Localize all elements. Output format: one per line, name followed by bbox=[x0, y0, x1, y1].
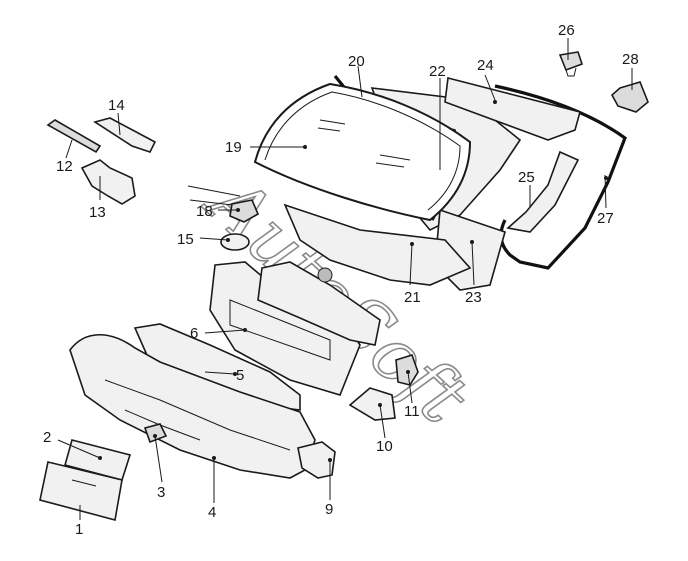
callout-14: 14 bbox=[108, 97, 125, 114]
part-9-bracket bbox=[297, 441, 336, 479]
callout-2: 2 bbox=[43, 429, 51, 446]
callout-24: 24 bbox=[477, 57, 494, 74]
callout-21: 21 bbox=[404, 289, 421, 306]
callout-28: 28 bbox=[622, 51, 639, 68]
callout-6: 6 bbox=[190, 325, 198, 342]
callout-25: 25 bbox=[518, 169, 535, 186]
part-21-panel bbox=[283, 203, 472, 286]
callout-18: 18 bbox=[196, 203, 213, 220]
callout-5: 5 bbox=[236, 367, 244, 384]
part-14-strip bbox=[93, 117, 157, 153]
callout-26: 26 bbox=[558, 22, 575, 39]
callout-20: 20 bbox=[348, 53, 365, 70]
part-18-part bbox=[229, 199, 260, 223]
callout-10: 10 bbox=[376, 438, 393, 455]
callout-19: 19 bbox=[225, 139, 242, 156]
callout-23: 23 bbox=[465, 289, 482, 306]
part-1-plate bbox=[39, 461, 123, 521]
callout-15: 15 bbox=[177, 231, 194, 248]
part-15-emblem bbox=[220, 233, 250, 251]
part-13-bracket bbox=[80, 159, 136, 205]
part-4-bumper bbox=[69, 334, 316, 479]
part-11-clip bbox=[395, 354, 419, 386]
callout-3: 3 bbox=[157, 484, 165, 501]
callout-1: 1 bbox=[75, 521, 83, 538]
part-19-windshield bbox=[253, 82, 472, 222]
part-10-bracket bbox=[348, 387, 396, 421]
part-3-part bbox=[143, 423, 168, 444]
leader-lines bbox=[57, 38, 633, 520]
callout-13: 13 bbox=[89, 204, 106, 221]
callout-27: 27 bbox=[597, 210, 614, 227]
callout-labels: 1 2 3 4 5 6 9 10 11 12 13 14 15 18 19 20… bbox=[43, 22, 639, 538]
leader-dots bbox=[98, 145, 608, 462]
callout-9: 9 bbox=[325, 501, 333, 518]
part-26-clip bbox=[558, 51, 584, 72]
callout-12: 12 bbox=[56, 158, 73, 175]
part-6-carrier bbox=[257, 261, 381, 346]
part-28-bracket bbox=[610, 81, 649, 113]
callout-22: 22 bbox=[429, 63, 446, 80]
callout-4: 4 bbox=[208, 504, 216, 521]
part-25-strip bbox=[506, 150, 580, 233]
callout-11: 11 bbox=[404, 403, 420, 420]
part-24-panel bbox=[444, 76, 581, 141]
part-12-rod bbox=[46, 119, 102, 154]
